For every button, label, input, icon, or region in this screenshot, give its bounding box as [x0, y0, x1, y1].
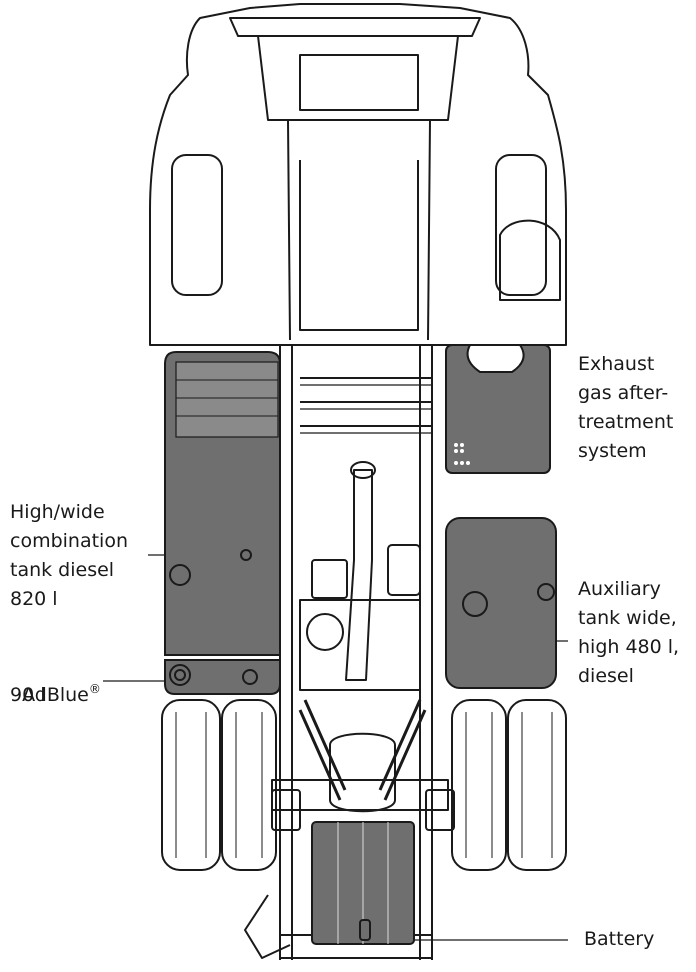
- label-adblue: AdBlue®: [10, 652, 101, 710]
- battery-terminal: [359, 919, 371, 941]
- front-left-wheel: [171, 154, 223, 296]
- label-auxiliary-tank: Auxiliary tank wide, high 480 l, diesel: [578, 578, 680, 687]
- cross-member-1: [300, 377, 432, 427]
- combination-tank-sensor: [240, 549, 252, 561]
- front-right-wheel: [495, 154, 547, 296]
- rear-right-wheel-outer: [507, 699, 567, 871]
- cab-inner-frame: [287, 119, 431, 341]
- front-cross-member: [257, 35, 459, 121]
- transmission: [299, 599, 421, 691]
- label-exhaust-aftertreatment: Exhaust gas after- treatment system: [578, 353, 674, 462]
- rear-hitch: [244, 894, 291, 959]
- combination-tank-top-panel: [175, 361, 279, 438]
- cab-outline: [149, 3, 567, 346]
- label-combination-tank: High/wide combination tank diesel 820 l: [10, 501, 128, 610]
- rear-right-tread: [465, 712, 553, 858]
- rear-differential: [329, 732, 396, 813]
- rear-right-wheel-inner: [451, 699, 507, 871]
- engine-mount: [387, 544, 421, 596]
- rear-left-wheel-outer: [161, 699, 221, 871]
- drive-shaft: [345, 469, 373, 681]
- label-adblue-volume: 90 l: [10, 684, 46, 706]
- auxiliary-tank-diesel: [445, 517, 557, 689]
- right-fender: [499, 219, 561, 301]
- gearbox-housing: [311, 559, 348, 599]
- exhaust-cutout: [466, 344, 525, 373]
- adblue-tank: [164, 659, 281, 695]
- adblue-cap-inner: [174, 669, 186, 681]
- rear-right-bracket: [425, 789, 455, 831]
- rear-left-tread: [175, 712, 263, 858]
- transmission-hub: [306, 613, 344, 651]
- front-bumper: [229, 17, 481, 37]
- rear-suspension-arms: [298, 699, 427, 801]
- rear-left-wheel-inner: [221, 699, 277, 871]
- combination-tank-seams: [176, 379, 278, 417]
- label-adblue-name: AdBlue: [22, 684, 89, 706]
- auxiliary-tank-sensor: [537, 583, 555, 601]
- auxiliary-tank-cap: [462, 591, 488, 617]
- label-battery: Battery: [584, 928, 655, 950]
- combination-tank-cap: [169, 564, 191, 586]
- front-axle-beam: [299, 54, 419, 111]
- label-adblue-mark: ®: [88, 682, 101, 696]
- cab-inner-panel: [299, 160, 419, 331]
- cross-member-2: [300, 384, 432, 434]
- rear-left-bracket: [271, 789, 301, 831]
- exhaust-vent-pattern: [454, 443, 470, 465]
- drive-shaft-joint: [350, 461, 376, 479]
- adblue-sensor: [242, 669, 258, 685]
- rear-axle-beam: [271, 779, 449, 811]
